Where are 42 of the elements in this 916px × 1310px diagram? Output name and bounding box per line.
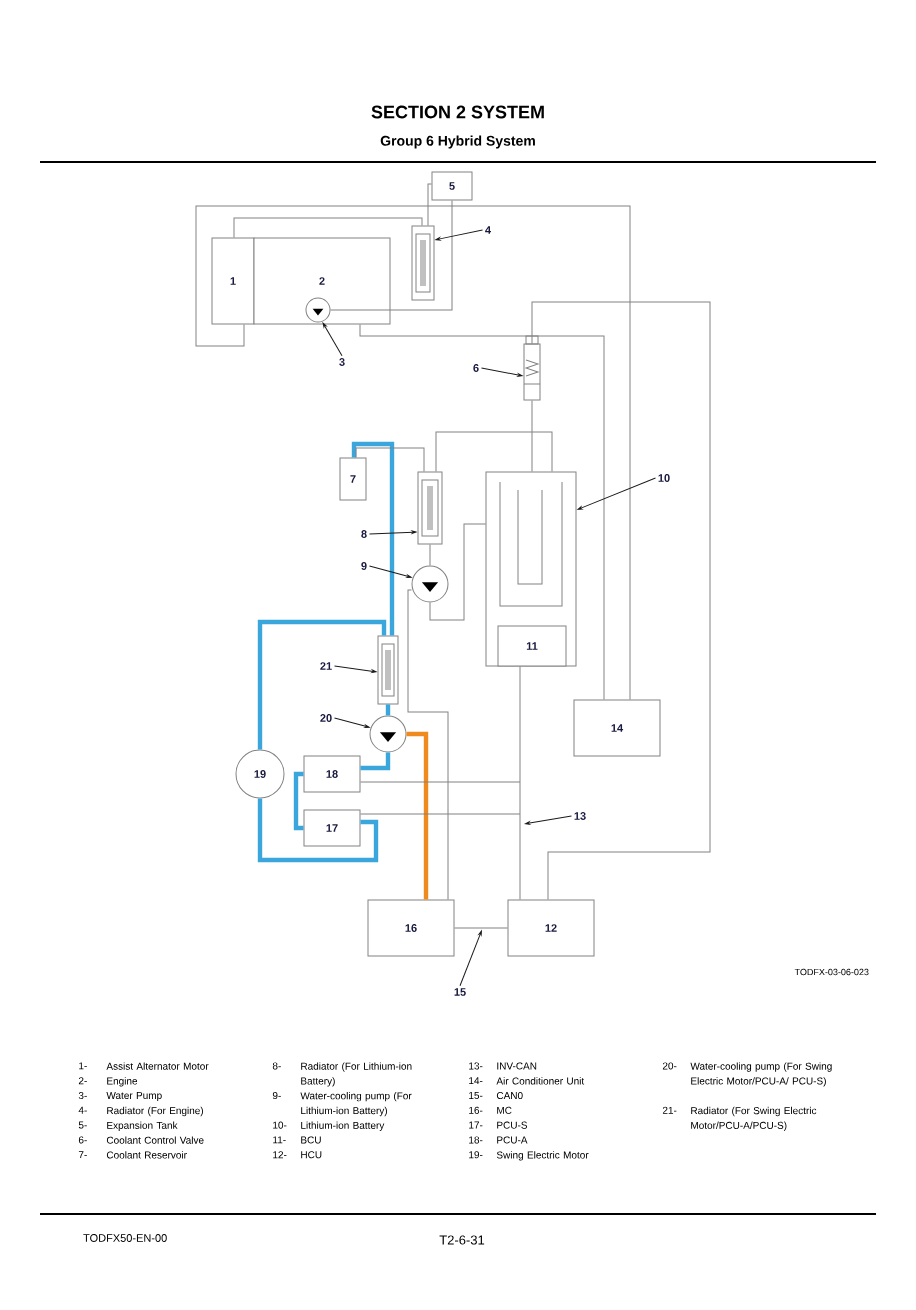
pump-symbol [411,565,449,603]
leader-line [368,565,412,578]
leader-line [525,815,572,825]
leader-line [368,530,417,535]
leader-line [480,367,523,377]
leader-line [435,229,484,241]
wire-line [519,666,521,900]
wire-line [360,781,521,783]
wire-line [454,927,508,929]
section-title: SECTION 2 SYSTEM [371,105,544,119]
radiator-symbol [417,471,443,545]
pump-symbol [369,715,407,753]
wire-line [531,301,711,900]
pipe-line [351,441,395,636]
pipe-line [330,200,453,311]
pipe-line [360,752,391,771]
wire-line [360,813,521,815]
pipe-line [359,324,605,700]
wire-line [407,589,449,900]
radiator-symbol [411,225,435,301]
pump-symbol [305,297,331,323]
leader-line [334,665,377,673]
battery-box [485,471,577,667]
pipe-line [233,217,423,238]
valve-symbol [523,335,541,401]
pipe-line [427,183,432,227]
pipe-line [429,543,431,566]
pipe-line [435,431,553,473]
pipe-line [385,704,391,716]
pipe-line [257,798,379,863]
pipe-line [429,523,487,621]
pipe-line [406,731,429,900]
pipe-line [195,205,631,700]
leader-line [334,717,370,728]
pipe-line [355,447,425,473]
leader-line [577,477,656,510]
leader-line [322,322,343,357]
leader-line [459,930,482,987]
radiator-symbol [377,635,399,705]
pipe-line [293,771,304,831]
pipe-line [257,619,387,750]
pipe-line [531,399,533,473]
